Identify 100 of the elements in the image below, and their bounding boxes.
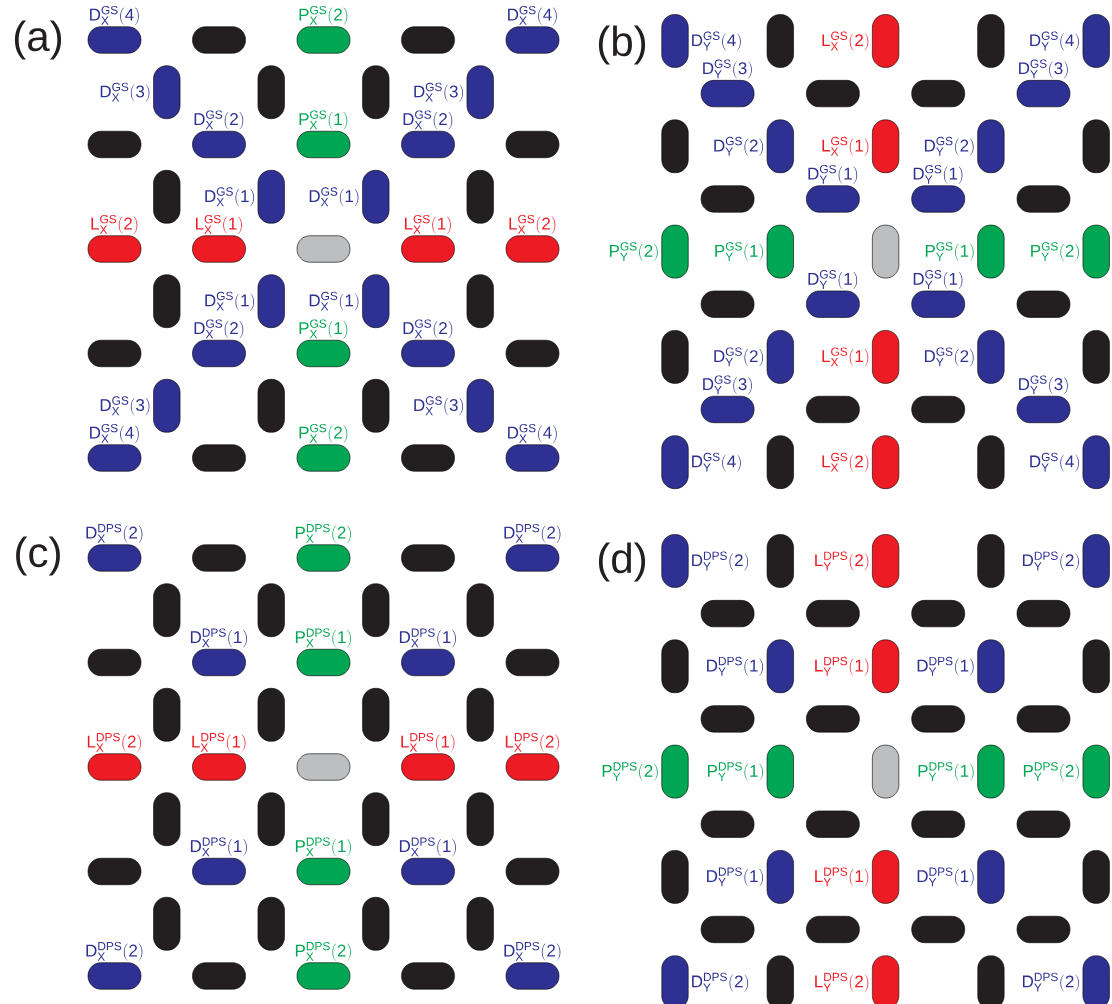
pill: [700, 600, 755, 628]
pill-label: $\mathrm{D^{DPS}_{Y}(1)}$: [707, 656, 764, 676]
panel-label: (a): [14, 20, 62, 60]
pill-label: $\mathrm{L^{DPS}_{X}(1)}$: [192, 732, 246, 752]
pill: [700, 810, 755, 838]
pill: [466, 583, 494, 637]
pill-label: $\mathrm{L^{DPS}_{X}(1)}$: [401, 732, 455, 752]
pill-label: $\mathrm{D^{GS}_{X}(3)}$: [414, 396, 464, 416]
pill: [401, 26, 455, 54]
pill-label: $\mathrm{D^{DPS}_{Y}(1)}$: [707, 867, 764, 887]
pill: [766, 955, 794, 1004]
pill-label: $\mathrm{D^{GS}_{Y}(2)}$: [924, 136, 974, 156]
pill-label: $\mathrm{D^{GS}_{X}(2)}$: [194, 110, 244, 130]
pill: [1082, 850, 1110, 904]
pill-label: $\mathrm{D^{GS}_{X}(1)}$: [309, 291, 359, 311]
pill-label: $\mathrm{D^{GS}_{X}(3)}$: [100, 396, 150, 416]
pill: [911, 600, 965, 628]
pill-label: $\mathrm{L^{GS}_{X}(1)}$: [405, 214, 451, 234]
pill-label: $\mathrm{D^{GS}_{X}(3)}$: [414, 82, 464, 102]
pill-label: $\mathrm{D^{GS}_{X}(1)}$: [309, 187, 359, 207]
pill-label: $\mathrm{P^{GS}_{Y}(2)}$: [610, 242, 658, 262]
pill: [257, 792, 285, 846]
pill: [466, 897, 494, 951]
pill: [806, 705, 860, 733]
pill: [296, 235, 351, 263]
pill: [1082, 330, 1110, 384]
pill-label: $\mathrm{L^{GS}_{X}(2)}$: [822, 31, 869, 51]
pill: [911, 915, 965, 944]
pill: [466, 688, 494, 742]
pill-label: $\mathrm{D^{GS}_{Y}(4)}$: [1030, 452, 1079, 472]
pill: [1016, 915, 1071, 944]
pill: [87, 130, 142, 159]
pill-label: $\mathrm{D^{GS}_{X}(1)}$: [205, 187, 255, 207]
pill: [766, 14, 794, 68]
pill: [700, 705, 755, 733]
pill: [153, 792, 181, 846]
pill-label: $\mathrm{D^{DPS}_{X}(2)}$: [86, 941, 143, 961]
pill: [505, 130, 560, 159]
pill: [153, 583, 181, 637]
pill-label: $\mathrm{P^{DPS}_{Y}(1)}$: [918, 762, 974, 782]
pill-label: $\mathrm{D^{DPS}_{X}(1)}$: [190, 837, 247, 857]
pill-label: $\mathrm{L^{DPS}_{Y}(1)}$: [815, 656, 869, 676]
pill-label: $\mathrm{D^{GS}_{Y}(3)}$: [703, 375, 752, 395]
panel-label: (c): [16, 536, 60, 576]
pill-label: $\mathrm{P^{GS}_{X}(2)}$: [299, 5, 348, 25]
pill-label: $\mathrm{D^{GS}_{Y}(2)}$: [924, 347, 974, 367]
pill: [1016, 290, 1071, 318]
pill: [1082, 119, 1110, 174]
pill: [1082, 639, 1110, 694]
pill: [401, 962, 455, 990]
pill-label: $\mathrm{L^{DPS}_{X}(2)}$: [87, 732, 141, 752]
pill-label: $\mathrm{D^{DPS}_{X}(2)}$: [86, 523, 143, 543]
pill-label: $\mathrm{P^{GS}_{Y}(1)}$: [715, 242, 764, 262]
pill-label: $\mathrm{L^{GS}_{X}(1)}$: [822, 347, 869, 367]
pill: [766, 435, 794, 489]
pill: [153, 688, 181, 742]
pill-label: $\mathrm{P^{GS}_{X}(1)}$: [299, 319, 348, 339]
pill-label: $\mathrm{P^{DPS}_{X}(1)}$: [295, 628, 351, 648]
pill: [1016, 705, 1071, 733]
pill-label: $\mathrm{L^{DPS}_{Y}(1)}$: [815, 867, 869, 887]
pill-label: $\mathrm{D^{GS}_{X}(4)}$: [508, 423, 557, 443]
pill: [257, 688, 285, 742]
pill: [977, 14, 1005, 68]
pill-label: $\mathrm{D^{GS}_{Y}(3)}$: [1019, 59, 1068, 79]
pill-label: $\mathrm{D^{DPS}_{X}(2)}$: [504, 941, 561, 961]
pill: [401, 444, 455, 472]
pill: [700, 185, 755, 213]
pill: [87, 648, 142, 677]
pill-label: $\mathrm{D^{DPS}_{Y}(2)}$: [692, 972, 749, 992]
pill: [661, 119, 689, 174]
pill-label: $\mathrm{P^{DPS}_{Y}(2)}$: [1023, 762, 1079, 782]
pill-label: $\mathrm{P^{DPS}_{X}(1)}$: [295, 837, 351, 857]
pill-label: $\mathrm{D^{DPS}_{Y}(1)}$: [917, 656, 974, 676]
pill: [362, 583, 390, 637]
pill-label: $\mathrm{P^{GS}_{Y}(2)}$: [1031, 242, 1079, 262]
pill-label: $\mathrm{D^{GS}_{X}(2)}$: [403, 110, 453, 130]
pill: [806, 810, 860, 838]
pill-label: $\mathrm{L^{GS}_{X}(2)}$: [509, 214, 556, 234]
pill-label: $\mathrm{D^{DPS}_{Y}(2)}$: [1022, 972, 1079, 992]
pill-label: $\mathrm{D^{GS}_{Y}(3)}$: [1019, 375, 1068, 395]
pill: [911, 80, 965, 108]
pill: [296, 753, 351, 781]
pill-label: $\mathrm{D^{DPS}_{Y}(2)}$: [692, 551, 749, 571]
pill-label: $\mathrm{D^{GS}_{X}(2)}$: [194, 319, 244, 339]
pill-label: $\mathrm{P^{GS}_{X}(1)}$: [299, 110, 348, 130]
pill: [362, 379, 390, 433]
pill-label: $\mathrm{L^{GS}_{X}(1)}$: [196, 214, 242, 234]
pill-label: $\mathrm{D^{GS}_{Y}(4)}$: [692, 31, 741, 51]
panel-label: (b): [598, 25, 646, 65]
pill-label: $\mathrm{P^{GS}_{Y}(1)}$: [925, 242, 974, 262]
pill: [661, 850, 689, 904]
pill: [661, 330, 689, 384]
pill: [977, 435, 1005, 489]
pill-label: $\mathrm{D^{GS}_{Y}(3)}$: [703, 59, 752, 79]
pill: [806, 395, 860, 424]
pill-label: $\mathrm{D^{GS}_{Y}(1)}$: [913, 270, 963, 289]
pill: [192, 444, 246, 472]
pill: [362, 792, 390, 846]
pill: [872, 224, 900, 279]
pill-label: $\mathrm{D^{GS}_{Y}(1)}$: [913, 164, 963, 184]
